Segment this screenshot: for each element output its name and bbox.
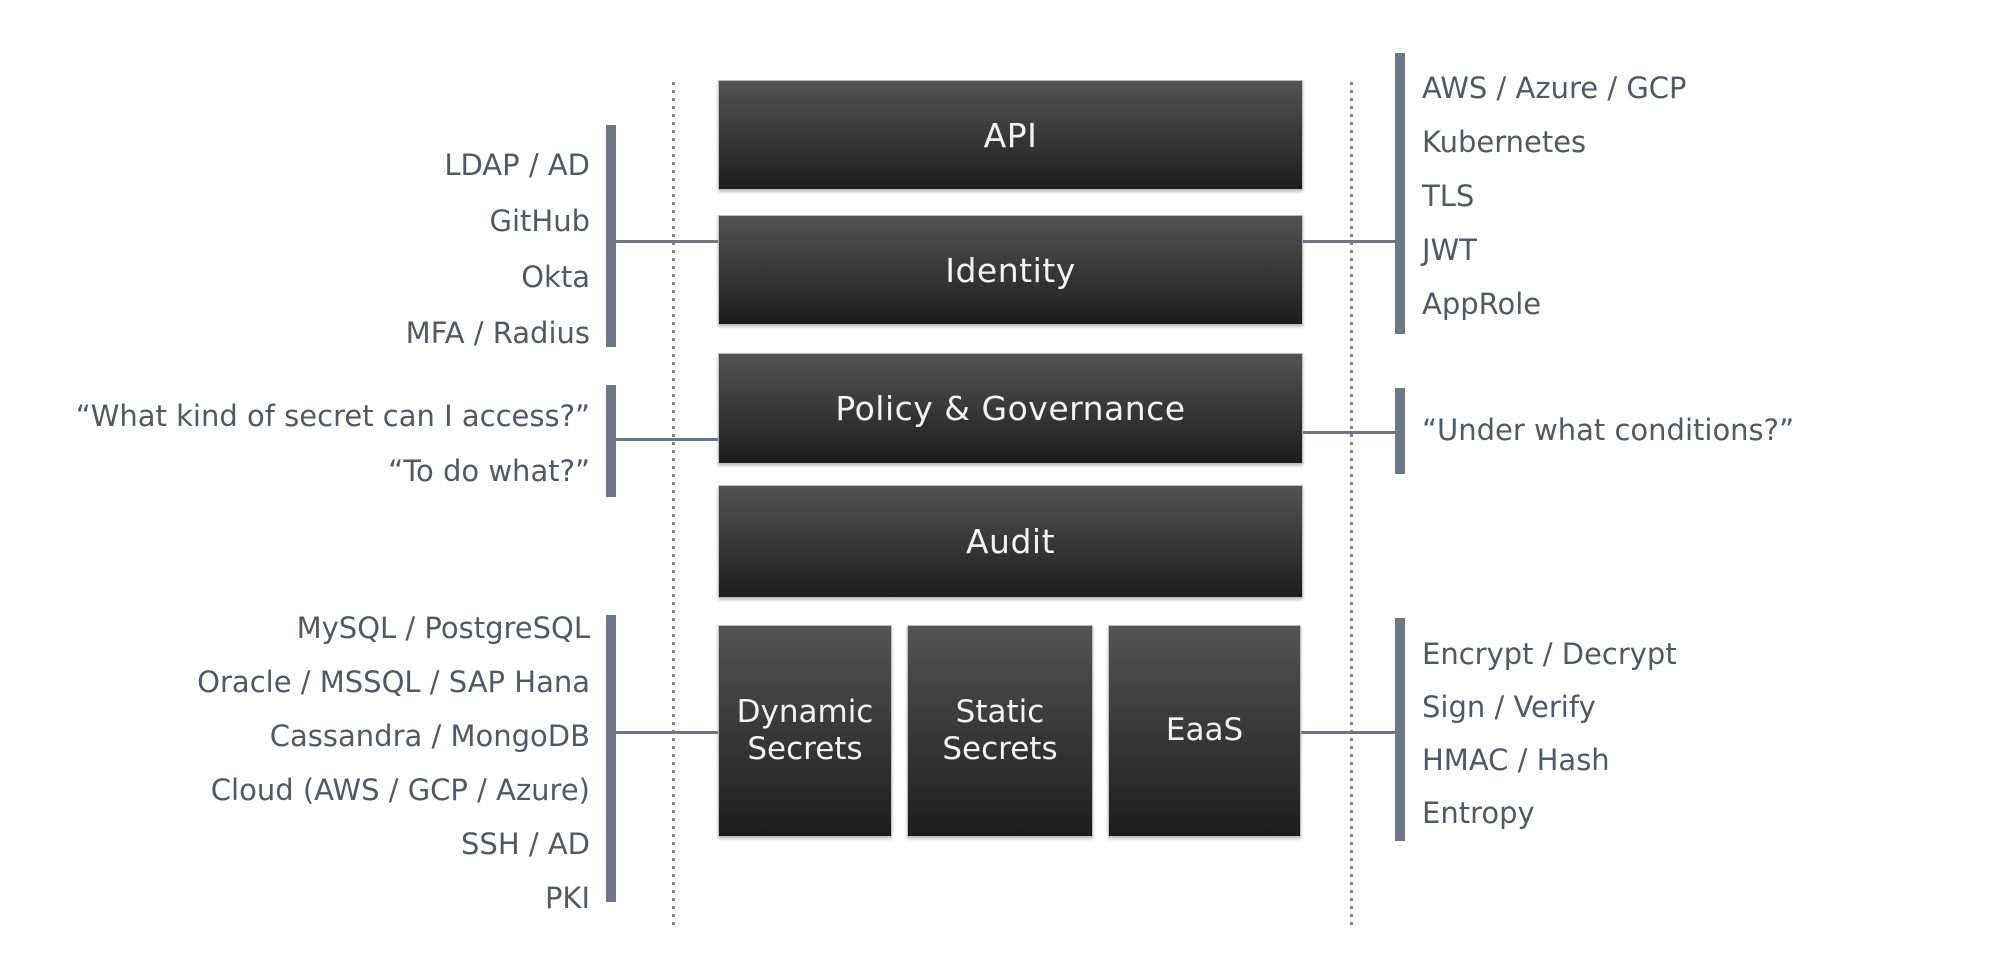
layer-box-api: API	[718, 80, 1303, 190]
layer-box-identity-label: Identity	[945, 250, 1076, 290]
list-item: TLS	[1422, 179, 1475, 213]
box-eaas: EaaS	[1108, 625, 1301, 837]
list-item: Encrypt / Decrypt	[1422, 637, 1677, 671]
list-item: MFA / Radius	[405, 316, 590, 350]
policy-questions-right-list: “Under what conditions?”	[1422, 403, 1794, 457]
list-item: Cloud (AWS / GCP / Azure)	[210, 773, 590, 807]
bracket-bar-policy-questions-left	[606, 385, 616, 497]
list-item: MySQL / PostgreSQL	[296, 611, 590, 645]
list-item: Sign / Verify	[1422, 690, 1596, 724]
list-item: AppRole	[1422, 287, 1542, 321]
connector-questions-to-policy	[616, 438, 718, 441]
list-item: “Under what conditions?”	[1422, 413, 1795, 447]
auth-platforms-list: AWS / Azure / GCP Kubernetes TLS JWT App…	[1422, 61, 1687, 331]
layer-box-api-label: API	[983, 115, 1038, 155]
list-item: HMAC / Hash	[1422, 743, 1610, 777]
connector-eaas-to-crypto-operations	[1301, 731, 1395, 734]
connector-identity-to-auth-platforms	[1303, 240, 1395, 243]
trust-boundary-dotted-line-right	[1350, 82, 1353, 929]
list-item: GitHub	[489, 204, 591, 238]
list-item: Okta	[521, 260, 590, 294]
layer-box-identity: Identity	[718, 215, 1303, 325]
layer-box-audit: Audit	[718, 485, 1303, 598]
connector-backends-to-dynamic-secrets	[616, 731, 718, 734]
bracket-bar-policy-questions-right	[1395, 388, 1405, 474]
bracket-bar-auth-methods	[606, 125, 616, 347]
list-item: “To do what?”	[388, 454, 590, 488]
box-eaas-label: EaaS	[1165, 712, 1244, 749]
list-item: LDAP / AD	[444, 148, 590, 182]
list-item: “What kind of secret can I access?”	[75, 399, 590, 433]
list-item: Cassandra / MongoDB	[269, 719, 590, 753]
layer-box-policy-governance-label: Policy & Governance	[835, 389, 1186, 428]
bracket-bar-crypto-operations	[1395, 618, 1405, 841]
connector-policy-to-conditions	[1303, 431, 1395, 434]
box-dynamic-secrets: Dynamic Secrets	[718, 625, 892, 837]
box-static-secrets-label: Static Secrets	[942, 693, 1058, 767]
list-item: JWT	[1422, 233, 1477, 267]
list-item: AWS / Azure / GCP	[1422, 71, 1687, 105]
layer-box-audit-label: Audit	[965, 522, 1056, 561]
bracket-bar-auth-platforms	[1395, 53, 1405, 334]
list-item: Kubernetes	[1422, 125, 1587, 159]
policy-questions-left-list: “What kind of secret can I access?” “To …	[0, 389, 590, 499]
list-item: SSH / AD	[461, 827, 590, 861]
list-item: PKI	[544, 881, 590, 915]
list-item: Entropy	[1422, 796, 1535, 830]
box-dynamic-secrets-label: Dynamic Secrets	[736, 693, 874, 767]
crypto-operations-list: Encrypt / Decrypt Sign / Verify HMAC / H…	[1422, 628, 1677, 840]
bracket-bar-secret-backends	[606, 615, 616, 902]
box-static-secrets: Static Secrets	[907, 625, 1093, 837]
connector-auth-methods-to-identity	[616, 240, 718, 243]
layer-box-policy-governance: Policy & Governance	[718, 353, 1303, 464]
list-item: Oracle / MSSQL / SAP Hana	[197, 665, 590, 699]
secret-backends-list: MySQL / PostgreSQL Oracle / MSSQL / SAP …	[0, 601, 590, 925]
auth-methods-list: LDAP / AD GitHub Okta MFA / Radius	[0, 137, 590, 361]
trust-boundary-dotted-line-left	[672, 82, 675, 929]
